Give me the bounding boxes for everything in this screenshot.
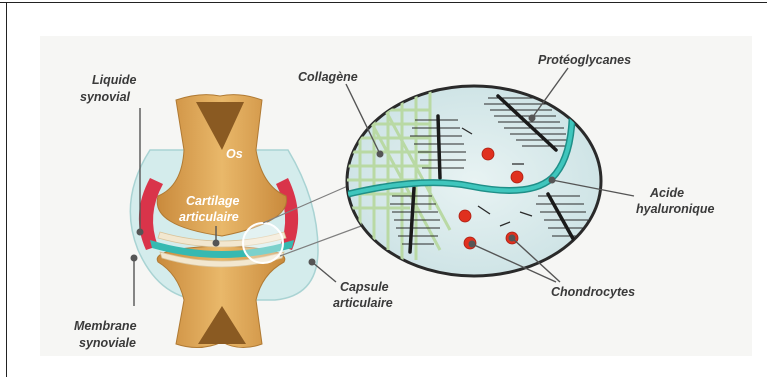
label-capsule-articulaire-1: Capsule bbox=[340, 280, 389, 294]
label-cartilage-articulaire-1: Cartilage bbox=[186, 194, 240, 208]
label-membrane-synoviale-2: synoviale bbox=[79, 336, 136, 350]
label-liquide-synovial-2: synovial bbox=[80, 90, 131, 104]
label-liquide-synovial-1: Liquide bbox=[92, 73, 136, 87]
label-cartilage-articulaire-2: articulaire bbox=[179, 210, 239, 224]
label-acide-hyaluronique-2: hyaluronique bbox=[636, 202, 715, 216]
label-proteoglycanes: Protéoglycanes bbox=[538, 53, 631, 67]
zoom-source-circle bbox=[243, 223, 283, 263]
label-capsule-articulaire-2: articulaire bbox=[333, 296, 393, 310]
label-membrane-synoviale-1: Membrane bbox=[74, 319, 137, 333]
label-os: Os bbox=[226, 147, 243, 161]
label-chondrocytes: Chondrocytes bbox=[551, 285, 635, 299]
label-acide-hyaluronique-1: Acide bbox=[649, 186, 684, 200]
label-collagene: Collagène bbox=[298, 70, 358, 84]
